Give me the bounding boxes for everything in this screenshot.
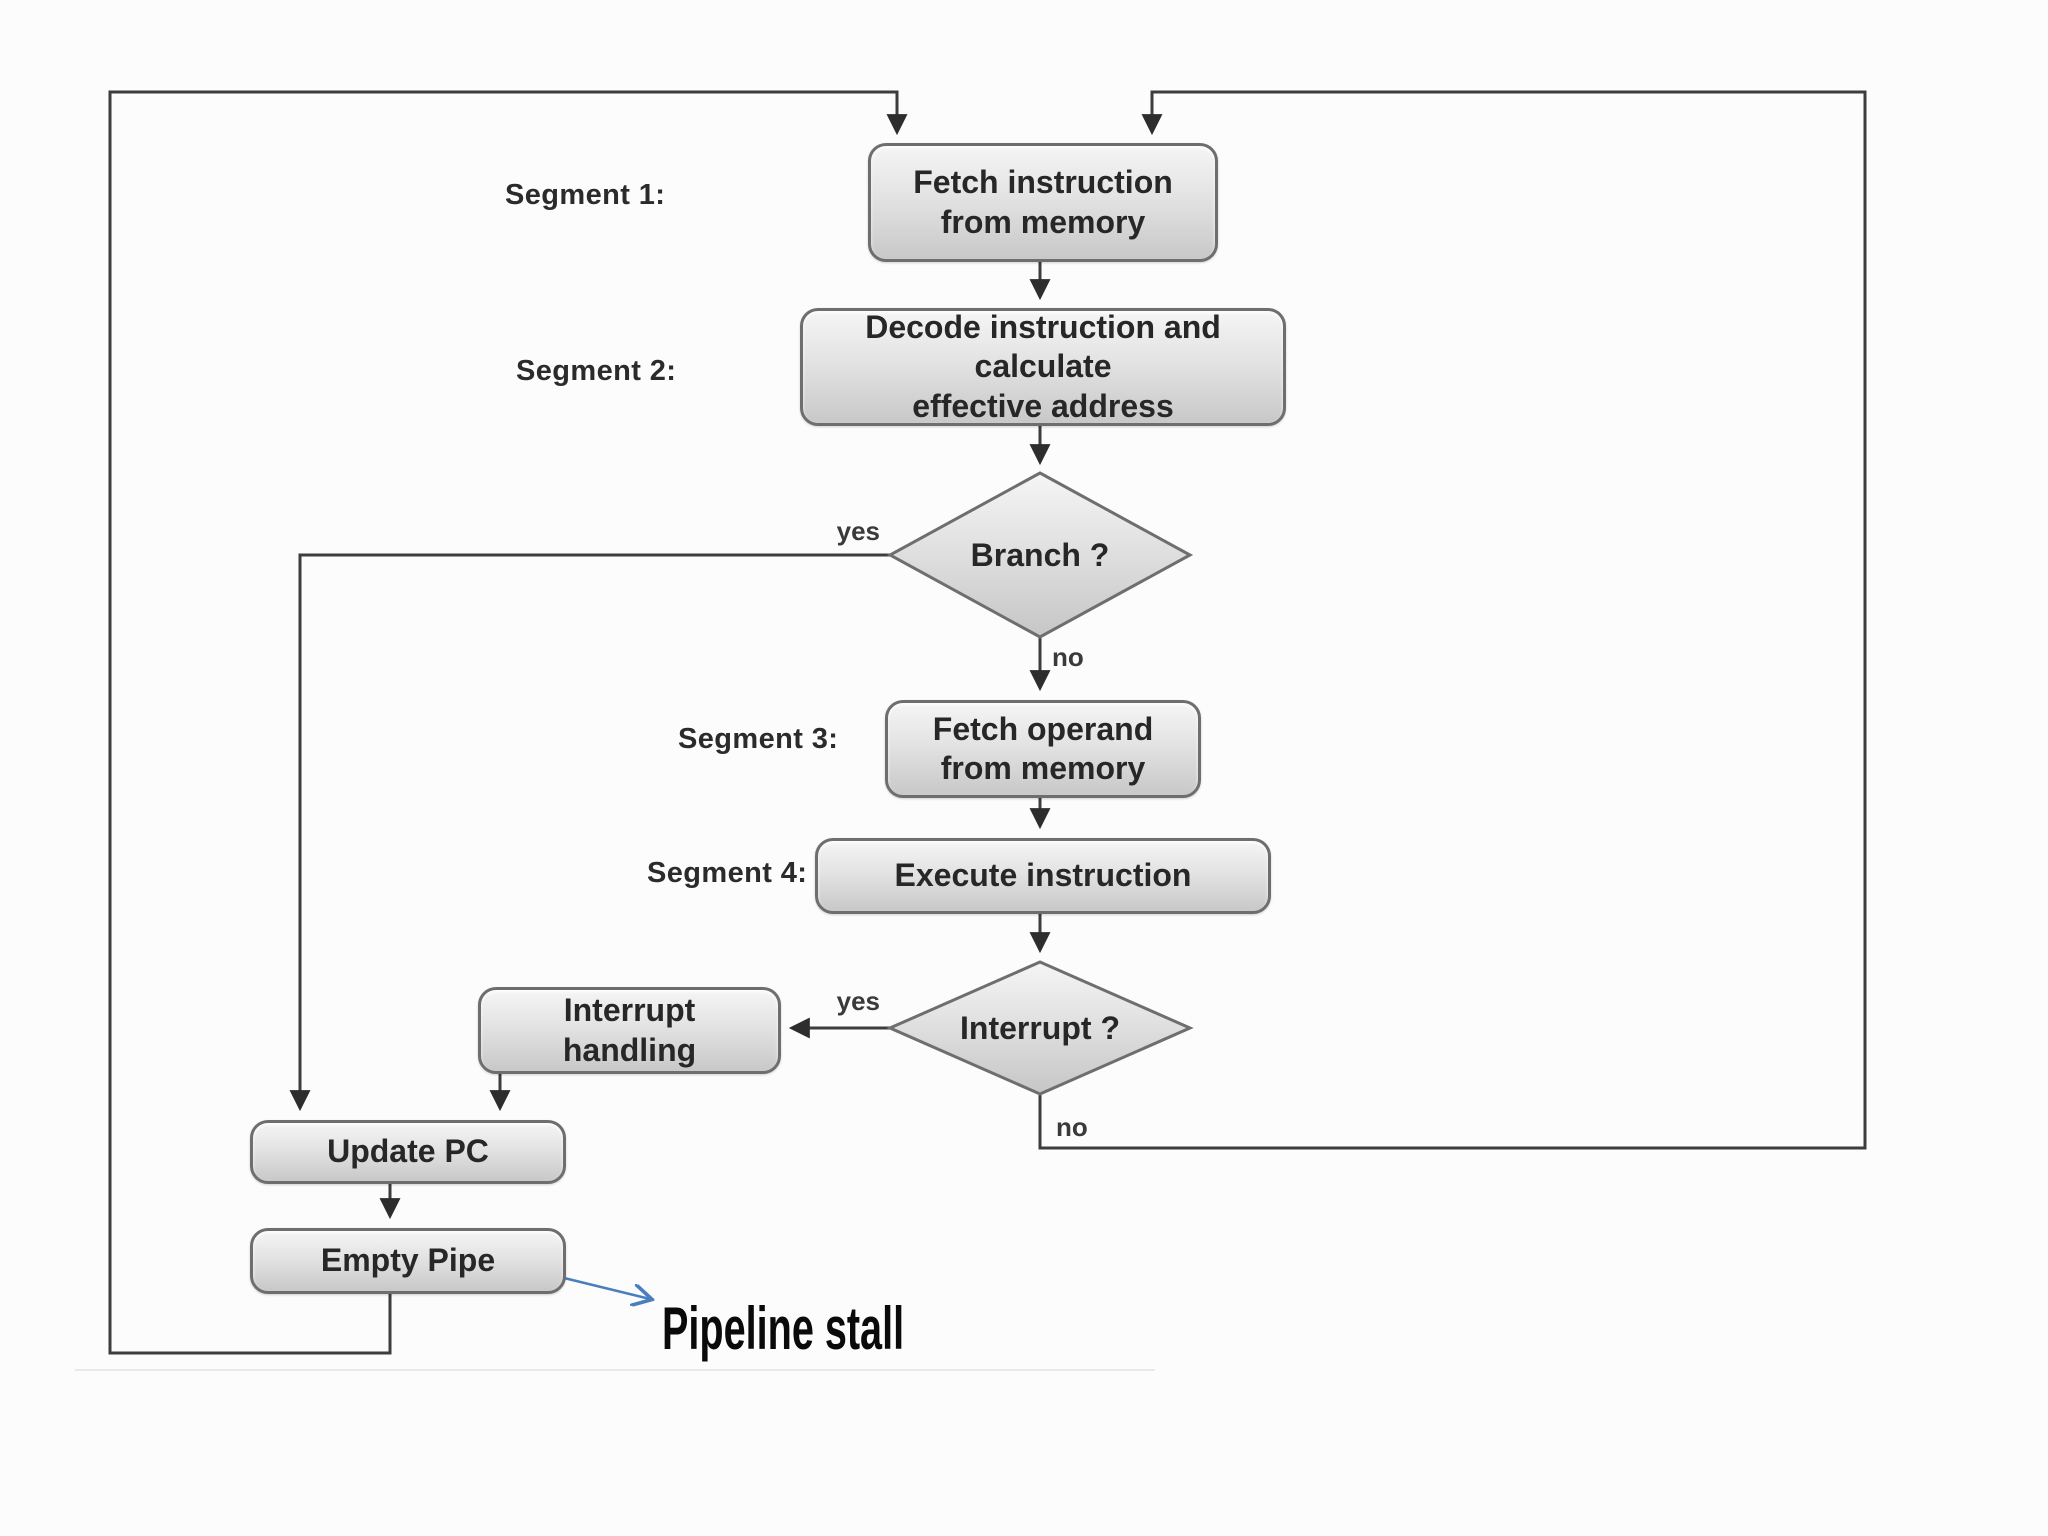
node-execute-instruction: Execute instruction	[815, 838, 1271, 914]
branch-diamond-shape	[886, 471, 1194, 639]
segment-3-label: Segment 3:	[678, 723, 839, 755]
decision-branch-label: Branch ?	[970, 536, 1110, 573]
branch-yes-connector	[289, 553, 890, 1112]
segment-4-label: Segment 4:	[647, 857, 808, 889]
node-interrupt-handling: Interrupt handling	[478, 987, 781, 1074]
branch-no-label: no	[1052, 642, 1084, 672]
node-fetch-operand: Fetch operand from memory	[885, 700, 1201, 798]
outer-left-loop-connector	[108, 90, 908, 1355]
pipeline-stall-annotation: Pipeline stall	[662, 1295, 905, 1362]
pipeline-stall-arrow	[559, 1275, 650, 1299]
node-decode-instruction: Decode instruction and calculate effecti…	[800, 308, 1286, 426]
decision-interrupt-label: Interrupt ?	[960, 1009, 1120, 1046]
node-update-pc: Update PC	[250, 1120, 566, 1184]
interrupt-no-right-loop-connector	[1038, 90, 1867, 1150]
segment-1-label: Segment 1:	[505, 179, 666, 211]
interrupt-yes-label: yes	[836, 986, 880, 1016]
node-fetch-instruction: Fetch instruction from memory	[868, 143, 1218, 262]
interrupt-diamond-shape	[886, 960, 1194, 1096]
node-empty-pipe: Empty Pipe	[250, 1228, 566, 1294]
segment-2-label: Segment 2:	[516, 355, 677, 387]
branch-yes-label: yes	[836, 516, 880, 546]
interrupt-no-label: no	[1056, 1112, 1088, 1142]
